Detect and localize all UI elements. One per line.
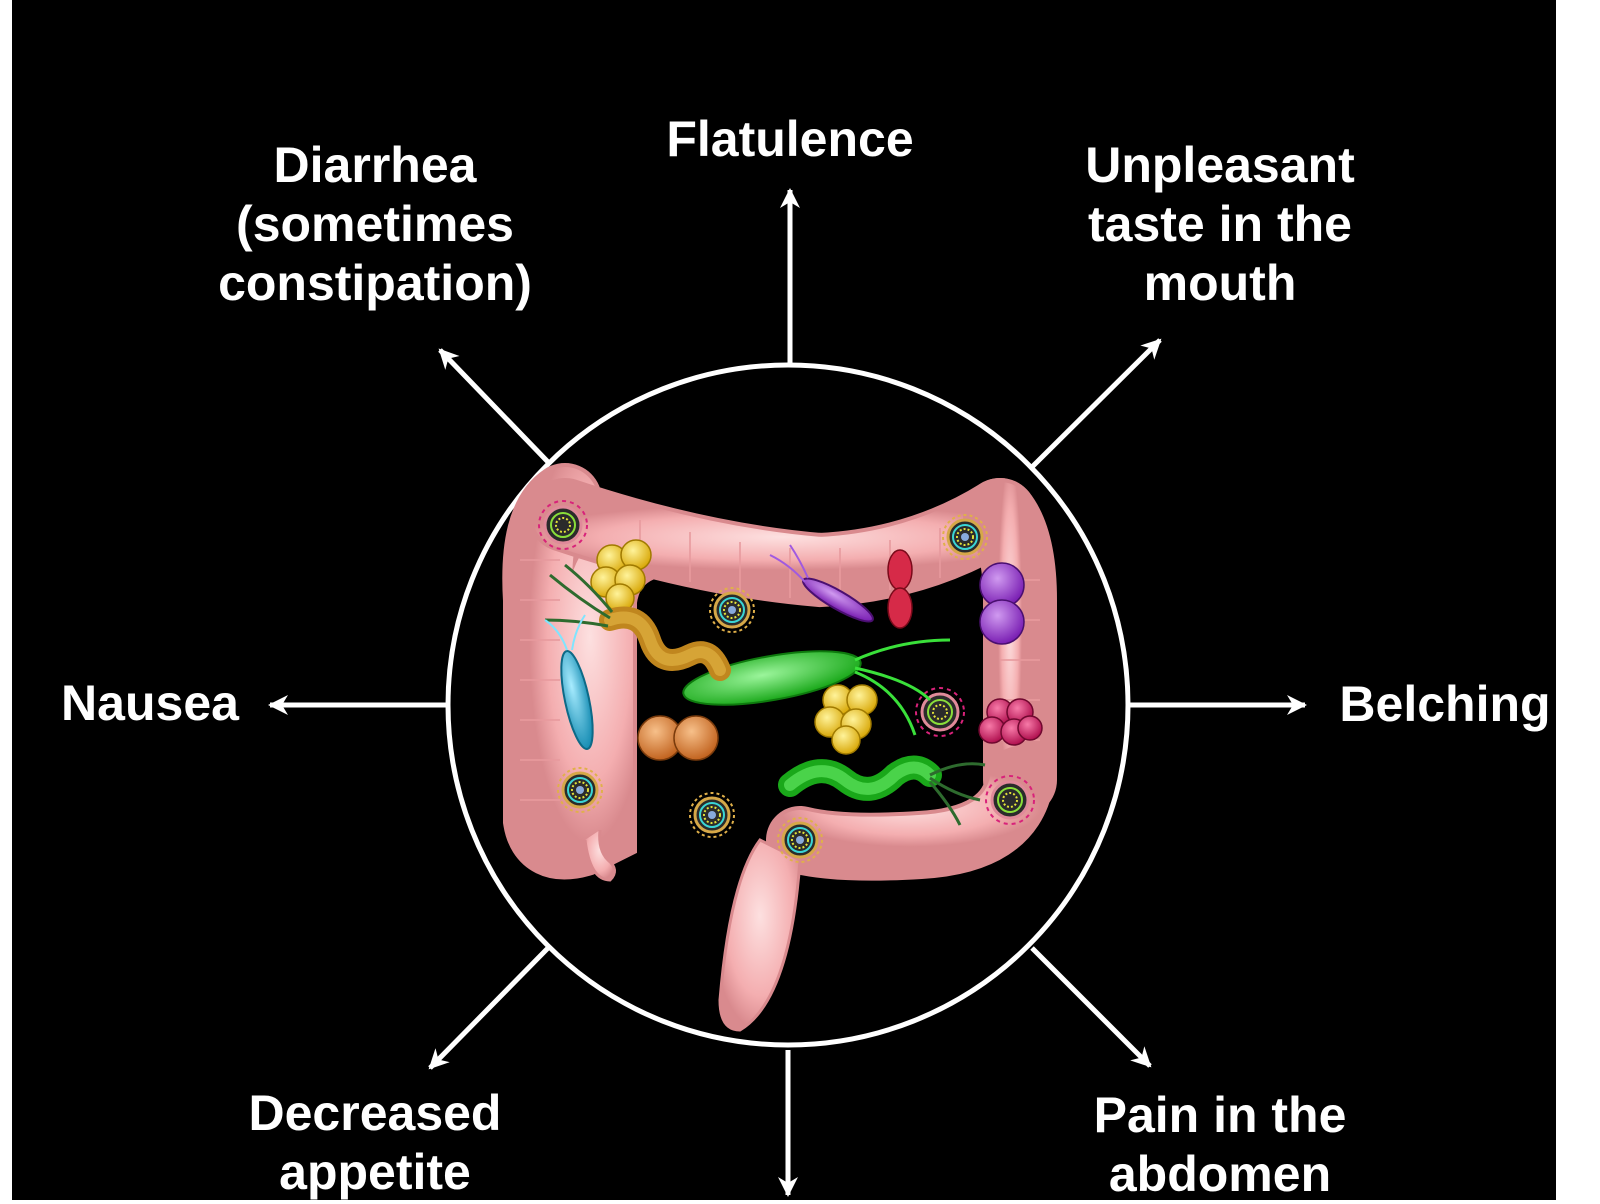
bacteria-icon [778, 755, 986, 826]
coccus-cluster-icon [979, 562, 1025, 645]
label-pain: Pain in the abdomen [1070, 1086, 1370, 1204]
arrow-pain [1030, 946, 1152, 1068]
bacteria-icon [769, 544, 874, 623]
label-taste-line: taste in the [1088, 196, 1352, 252]
arrow-taste [1030, 338, 1162, 469]
label-nausea: Nausea [40, 674, 260, 733]
label-diarrhea-line: (sometimes [236, 196, 514, 252]
coccus-cluster-icon [978, 698, 1043, 746]
label-flatulence-line: Flatulence [666, 111, 914, 167]
label-diarrhea: Diarrhea (sometimes constipation) [195, 136, 555, 313]
coccus-cluster-icon [814, 684, 878, 755]
coccus-cluster-icon [637, 715, 719, 761]
arrows [268, 188, 1307, 1197]
arrow-appetite [428, 946, 550, 1070]
bacteria-icon [544, 563, 731, 681]
label-flatulence: Flatulence [640, 110, 940, 169]
label-belching: Belching [1320, 675, 1570, 734]
label-nausea-line: Nausea [61, 675, 239, 731]
label-belching-line: Belching [1339, 676, 1551, 732]
arrow-diarrhea [438, 348, 550, 464]
label-appetite-line: appetite [279, 1144, 471, 1200]
label-appetite-line: Decreased [248, 1085, 502, 1141]
label-diarrhea-line: constipation) [218, 255, 532, 311]
label-taste-line: Unpleasant [1085, 137, 1355, 193]
label-diarrhea-line: Diarrhea [273, 137, 477, 193]
label-pain-line: Pain in the [1093, 1087, 1347, 1143]
microbes [537, 499, 1043, 864]
label-taste: Unpleasant taste in the mouth [1055, 136, 1385, 313]
label-taste-line: mouth [1143, 255, 1297, 311]
coccus-cluster-icon [590, 539, 652, 613]
coccus-cluster-icon [887, 549, 913, 629]
label-appetite: Decreased appetite [225, 1084, 525, 1202]
bacteria-icon [544, 614, 594, 750]
label-pain-line: abdomen [1108, 1146, 1332, 1202]
bacteria-icon [682, 638, 951, 736]
